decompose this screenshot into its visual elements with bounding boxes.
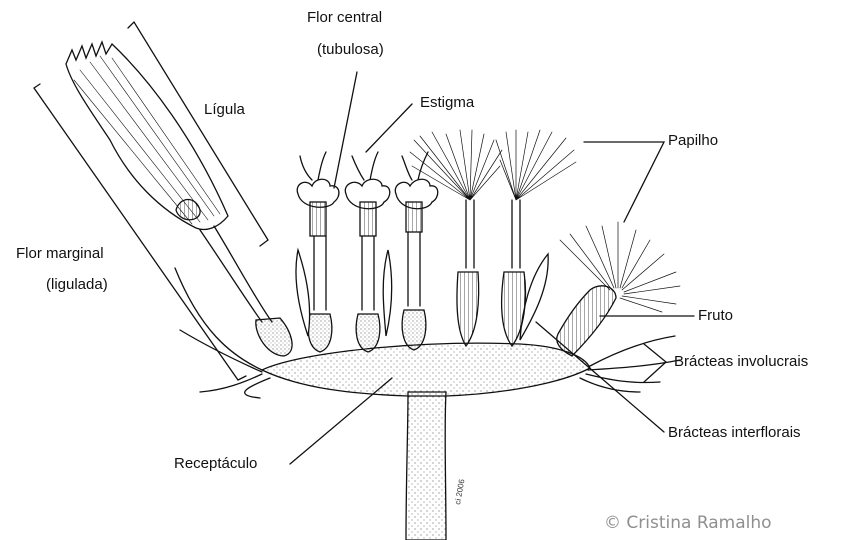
receptacle: [262, 343, 590, 396]
leader-flor-central: [334, 72, 357, 188]
marginal-flower: [66, 42, 292, 356]
central-flower-3: [395, 152, 437, 350]
label-bracteas-interflorais: Brácteas interflorais: [668, 424, 801, 442]
copyright-credit: © Cristina Ramalho: [604, 513, 772, 533]
label-ligula: Lígula: [204, 101, 245, 119]
label-flor-central: Flor central: [307, 9, 382, 27]
leader-estigma: [366, 104, 412, 152]
label-bracteas-involucrais: Brácteas involucrais: [674, 353, 808, 371]
label-estigma: Estigma: [420, 94, 474, 112]
label-ligulada: (ligulada): [46, 276, 108, 294]
pappus-fruit-2: [496, 130, 576, 346]
leader-papilho: [584, 142, 664, 222]
label-tubulosa: (tubulosa): [317, 41, 384, 59]
central-flower-2: [345, 152, 389, 352]
label-flor-marginal: Flor marginal: [16, 245, 104, 263]
artist-signature: ci 2006: [453, 478, 466, 506]
label-receptaculo: Receptáculo: [174, 455, 257, 473]
label-fruto: Fruto: [698, 307, 733, 325]
label-papilho: Papilho: [668, 132, 718, 150]
stem: [406, 392, 446, 540]
fruit-with-pappus: [557, 222, 680, 356]
